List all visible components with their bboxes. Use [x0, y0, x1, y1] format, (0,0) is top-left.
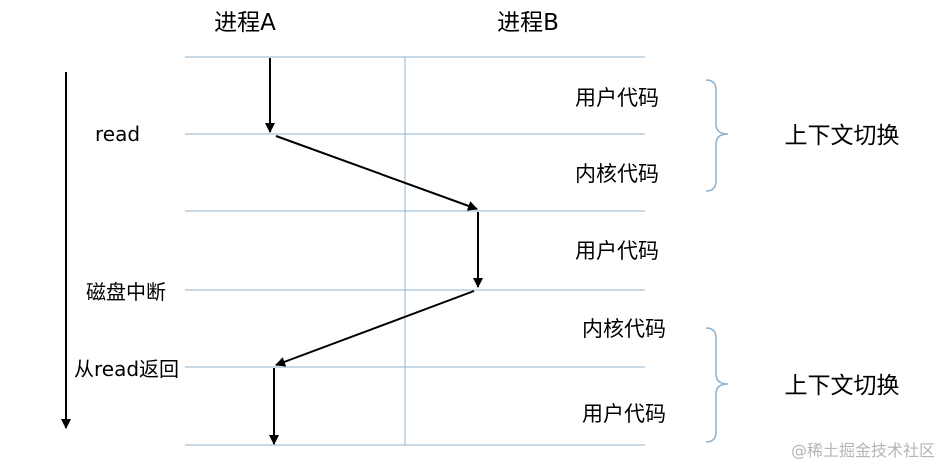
flow-arrow-a-to-b — [275, 135, 478, 211]
segment-label: 用户代码 — [582, 402, 666, 426]
context-switch-braces — [705, 79, 729, 443]
event-return-from-read: 从read返回 — [74, 357, 179, 381]
process-a-header: 进程A — [214, 10, 276, 36]
context-switch-label: 上下文切换 — [785, 123, 900, 149]
event-read: read — [95, 122, 140, 146]
segment-label: 用户代码 — [575, 86, 659, 110]
segment-label: 内核代码 — [582, 317, 666, 341]
process-b-header: 进程B — [497, 10, 559, 36]
flow-arrow-b-to-a — [275, 290, 475, 367]
watermark: @稀土掘金技术社区 — [791, 441, 935, 460]
brace-bottom — [705, 327, 729, 443]
segment-label: 用户代码 — [575, 239, 659, 263]
brace-top — [705, 79, 729, 192]
timeline-rows — [185, 56, 645, 446]
segment-label: 内核代码 — [575, 162, 659, 186]
context-switch-label: 上下文切换 — [785, 373, 900, 399]
event-disk-interrupt: 磁盘中断 — [86, 280, 166, 304]
execution-flow — [265, 58, 483, 445]
